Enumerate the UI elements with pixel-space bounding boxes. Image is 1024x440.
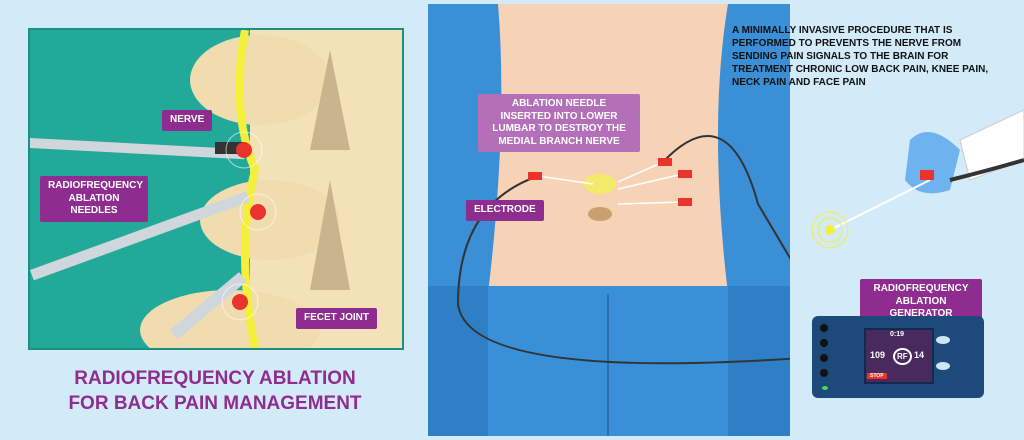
facet-joint-label: FECET JOINT: [296, 308, 378, 329]
up-button[interactable]: [936, 336, 950, 344]
main-title: RADIOFREQUENCY ABLATION FOR BACK PAIN MA…: [28, 366, 402, 416]
title-line-2: FOR BACK PAIN MANAGEMENT: [68, 393, 362, 414]
down-button[interactable]: [936, 362, 950, 370]
rf-generator: 0:19 109 RF 14 STOP: [812, 316, 984, 398]
output-port: [820, 324, 828, 332]
rf-center: RF: [893, 348, 912, 365]
patient-back-panel: ABLATION NEEDLE INSERTED INTO LOWER LUMB…: [428, 4, 790, 436]
right-value: 14: [914, 350, 925, 360]
output-port: [820, 369, 828, 377]
procedure-description: A MINIMALLY INVASIVE PROCEDURE THAT IS P…: [732, 25, 989, 88]
ablation-needle: [30, 191, 250, 281]
spine-illustration: [30, 30, 402, 348]
generator-screen: 0:19 109 RF 14 STOP: [864, 328, 934, 384]
spine-closeup-panel: NERVE RADIOFREQUENCY ABLATION NEEDLES FE…: [28, 28, 404, 350]
title-line-1: RADIOFREQUENCY ABLATION: [74, 368, 356, 389]
stop-button[interactable]: STOP: [867, 373, 887, 379]
nerve-label: NERVE: [162, 110, 213, 131]
gloved-hand-with-probe: [811, 109, 1024, 249]
ablation-needle: [30, 138, 245, 160]
electrode-label: ELECTRODE: [466, 200, 544, 221]
output-port: [820, 339, 828, 347]
needle-label: ABLATION NEEDLE INSERTED INTO LOWER LUMB…: [478, 94, 640, 152]
needles-label: RADIOFREQUENCY ABLATION NEEDLES: [40, 176, 148, 222]
left-value: 109: [870, 350, 886, 360]
timer-readout: 0:19: [890, 331, 905, 338]
power-led: [822, 386, 828, 390]
output-port: [820, 354, 828, 362]
